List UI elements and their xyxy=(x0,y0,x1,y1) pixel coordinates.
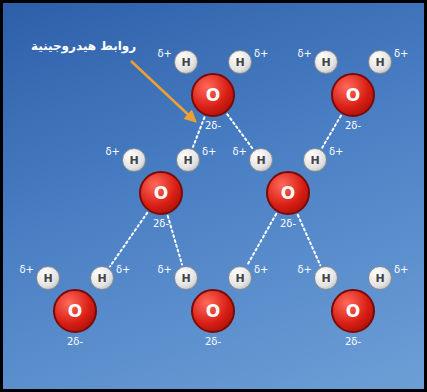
oxygen-atom: O xyxy=(266,171,310,215)
hydrogen-atom: H xyxy=(174,50,198,74)
atom-symbol: O xyxy=(68,301,82,321)
atom-symbol: H xyxy=(310,154,319,167)
atom-symbol: H xyxy=(181,272,190,285)
atom-symbol: H xyxy=(235,56,244,69)
hydrogen-atom: H xyxy=(90,266,114,290)
atom-symbol: H xyxy=(129,154,138,167)
partial-charge: 2δ- xyxy=(205,120,221,131)
bond-label: روابط هيدروجينية xyxy=(31,39,136,53)
hydrogen-atom: H xyxy=(36,266,60,290)
partial-charge: δ+ xyxy=(298,48,313,59)
atom-symbol: H xyxy=(321,56,330,69)
oxygen-atom: O xyxy=(191,73,235,117)
partial-charge: δ+ xyxy=(202,146,217,157)
atom-symbol: O xyxy=(206,85,220,105)
hydrogen-atom: H xyxy=(228,50,252,74)
oxygen-atom: O xyxy=(53,289,97,333)
hydrogen-atom: H xyxy=(314,266,338,290)
atom-symbol: H xyxy=(375,272,384,285)
atom-symbol: H xyxy=(181,56,190,69)
hydrogen-atom: H xyxy=(368,266,392,290)
hydrogen-bond xyxy=(227,114,252,148)
partial-charge: δ+ xyxy=(394,264,409,275)
hydrogen-bond xyxy=(193,117,204,147)
hydrogen-atom: H xyxy=(303,148,327,172)
hydrogen-bond xyxy=(247,214,276,266)
hydrogen-atom: H xyxy=(174,266,198,290)
hydrogen-atom: H xyxy=(228,266,252,290)
partial-charge: δ+ xyxy=(254,48,269,59)
partial-charge: δ+ xyxy=(254,264,269,275)
hydrogen-atom: H xyxy=(176,148,200,172)
atom-symbol: O xyxy=(346,301,360,321)
partial-charge: δ+ xyxy=(158,48,173,59)
hydrogen-bond xyxy=(110,213,147,267)
atom-symbol: O xyxy=(154,183,168,203)
partial-charge: δ+ xyxy=(116,264,131,275)
hydrogen-atom: H xyxy=(122,148,146,172)
partial-charge: δ+ xyxy=(298,264,313,275)
hydrogen-bond xyxy=(298,215,320,265)
oxygen-atom: O xyxy=(139,171,183,215)
atom-symbol: H xyxy=(97,272,106,285)
partial-charge: 2δ- xyxy=(153,218,169,229)
atom-symbol: O xyxy=(281,183,295,203)
partial-charge: δ+ xyxy=(394,48,409,59)
partial-charge: δ+ xyxy=(106,146,121,157)
hydrogen-atom: H xyxy=(314,50,338,74)
atom-symbol: H xyxy=(375,56,384,69)
atom-symbol: H xyxy=(235,272,244,285)
partial-charge: δ+ xyxy=(233,146,248,157)
hydrogen-bond xyxy=(168,216,182,265)
atom-symbol: H xyxy=(43,272,52,285)
partial-charge: 2δ- xyxy=(345,336,361,347)
hydrogen-atom: H xyxy=(368,50,392,74)
partial-charge: 2δ- xyxy=(67,336,83,347)
hydrogen-bond xyxy=(322,116,341,148)
atom-symbol: H xyxy=(256,154,265,167)
atom-symbol: H xyxy=(321,272,330,285)
partial-charge: δ+ xyxy=(158,264,173,275)
partial-charge: δ+ xyxy=(329,146,344,157)
partial-charge: δ+ xyxy=(20,264,35,275)
atom-symbol: H xyxy=(183,154,192,167)
oxygen-atom: O xyxy=(191,289,235,333)
partial-charge: 2δ- xyxy=(205,336,221,347)
partial-charge: 2δ- xyxy=(280,218,296,229)
atom-symbol: O xyxy=(346,85,360,105)
atom-symbol: O xyxy=(206,301,220,321)
oxygen-atom: O xyxy=(331,73,375,117)
oxygen-atom: O xyxy=(331,289,375,333)
partial-charge: 2δ- xyxy=(345,120,361,131)
hydrogen-atom: H xyxy=(249,148,273,172)
